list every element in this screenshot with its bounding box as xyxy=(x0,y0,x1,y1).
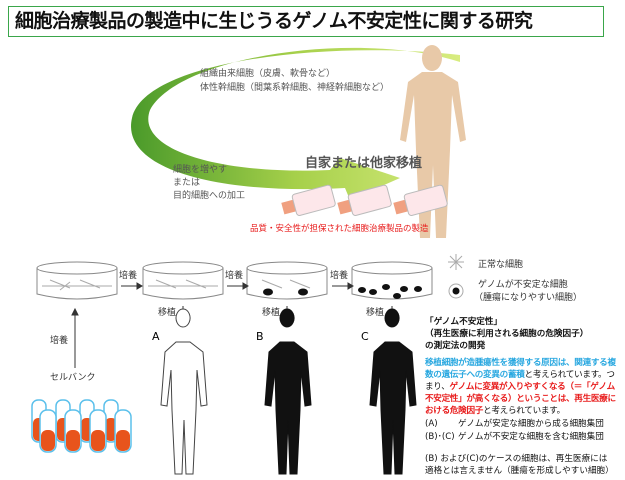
product-caption: 品質・安全性が担保された細胞治療製品の製造 xyxy=(250,224,429,234)
source-cells-line1: 組織由来細胞（皮膚、軟骨など） xyxy=(200,69,336,79)
human-figure-beige xyxy=(400,45,466,238)
transplant-label-c: 移植 xyxy=(366,308,385,318)
info-heading-3: の測定法の開発 xyxy=(425,341,486,351)
human-figure-a xyxy=(160,308,208,475)
culture-label-1: 培養 xyxy=(119,271,138,281)
process-line2: または xyxy=(173,178,201,188)
unstable-cell-icon xyxy=(448,283,464,299)
info-heading-1: 「ゲノム不安定性」 xyxy=(425,317,503,327)
human-figure-b xyxy=(264,308,312,475)
process-line1: 細胞を増やす xyxy=(173,165,228,175)
legend-unstable: ゲノムが不安定な細胞 xyxy=(478,280,568,290)
case-bc-key: (B)･(C) xyxy=(425,432,455,442)
culture-label-3: 培養 xyxy=(330,271,349,281)
cell-bank-tubes xyxy=(31,399,132,453)
cell-bank-label: セルバンク xyxy=(50,373,96,383)
dish-3 xyxy=(246,261,328,300)
process-line3: 目的細胞への加工 xyxy=(173,191,246,201)
culture-label-2: 培養 xyxy=(225,271,244,281)
transplant-label-b: 移植 xyxy=(262,308,281,318)
case-a-key: (A) xyxy=(425,419,438,429)
culture-label-vertical: 培養 xyxy=(50,336,69,346)
page-title: 細胞治療製品の製造中に生じうるゲノム不安定性に関する研究 xyxy=(8,6,604,37)
legend-normal: 正常な細胞 xyxy=(478,260,524,270)
info-paragraph: 移植細胞が造腫瘍性を獲得する原因は、関連する複数の遺伝子への変異の蓄積と考えられ… xyxy=(425,357,621,417)
petri-dishes xyxy=(36,261,433,300)
dish-4 xyxy=(351,261,433,300)
info-blue-text: 移植細胞が造腫瘍性を獲得する原因は、関連する複数の遺伝子への変異の蓄積 xyxy=(425,358,616,380)
source-cells-line2: 体性幹細胞（間葉系幹細胞、神経幹細胞など） xyxy=(200,83,390,93)
normal-cell-icon xyxy=(448,254,464,270)
unstable-cells xyxy=(263,284,422,299)
case-bc-desc: ゲノムが不安定な細胞を含む細胞集団 xyxy=(458,432,604,442)
note-line-1: (B) および(C)のケースの細胞は、再生医療には xyxy=(425,454,608,464)
info-text-2: と考えられています。 xyxy=(483,406,565,416)
legend-unstable-note: （腫瘍になりやすい細胞） xyxy=(474,293,583,303)
case-b-label: B xyxy=(256,330,264,343)
dish-1 xyxy=(36,261,118,300)
dish-2 xyxy=(142,261,224,300)
case-c-label: C xyxy=(361,330,369,343)
culture-flasks xyxy=(281,184,448,216)
transplant-label: 自家または他家移植 xyxy=(305,156,423,171)
info-text-1: と考えられています。つまり、 xyxy=(425,370,615,392)
case-a-label: A xyxy=(152,330,160,343)
info-heading-2: （再生医療に利用される細胞の危険因子） xyxy=(425,329,589,339)
human-figure-c xyxy=(369,308,417,475)
note-line-2: 適格とは言えません（腫瘍を形成しやすい細胞） xyxy=(425,466,614,476)
transplant-label-a: 移植 xyxy=(158,308,177,318)
case-a-desc: ゲノムが安定な細胞から成る細胞集団 xyxy=(458,419,604,429)
info-red-text: ゲノムに変異が入りやすくなる（＝「ゲノム不安定性」が高くなる）ということは、再生… xyxy=(425,382,616,416)
